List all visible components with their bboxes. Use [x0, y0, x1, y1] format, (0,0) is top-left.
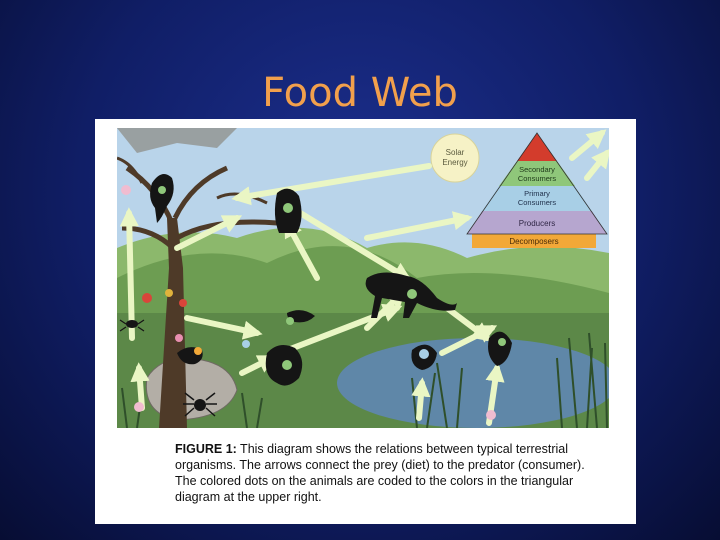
pyramid-level-secondary-line1: Secondary	[519, 165, 555, 174]
pyramid-level-decomposers: Decomposers	[509, 237, 558, 246]
sun-label-line2: Energy	[442, 158, 467, 167]
figure-caption: FIGURE 1: This diagram shows the relatio…	[175, 441, 585, 505]
arrow-spider-to-frog	[184, 315, 263, 340]
salamander	[287, 310, 315, 323]
trophic-dots	[121, 185, 506, 420]
pond	[337, 338, 609, 428]
food-web-arrows	[119, 129, 609, 426]
arrow-sun-to-tree	[231, 163, 432, 206]
figure-frame: Solar Energy Secondary Consumers Primary…	[95, 119, 636, 524]
slide-title: Food Web	[262, 70, 458, 116]
beetle	[119, 319, 145, 332]
arrow-energy-out-1	[569, 129, 607, 161]
arrow-rock-to-spider	[130, 362, 150, 411]
pyramid-level-primary-line1: Primary	[524, 189, 550, 198]
energy-pyramid: Secondary Consumers Primary Consumers Pr…	[466, 132, 608, 248]
pyramid-level-primary-line2: Consumers	[518, 198, 557, 207]
arrow-energy-out-2	[584, 148, 609, 181]
pyramid-level-producers: Producers	[519, 219, 555, 228]
arrow-flower-to-bird	[119, 207, 139, 341]
sun: Solar Energy	[430, 133, 480, 183]
arrow-hills-to-pyramid	[364, 211, 473, 241]
reeds	[121, 332, 608, 428]
pyramid-level-secondary-line2: Consumers	[518, 174, 557, 183]
arrow-owl-to-fox	[289, 205, 412, 281]
arrow-pond-to-fish	[411, 377, 431, 421]
caption-text: This diagram shows the relations between…	[175, 442, 585, 504]
arrow-bird-to-owl	[174, 215, 243, 251]
arrow-snake-to-fox	[444, 305, 492, 342]
food-web-illustration: Solar Energy Secondary Consumers Primary…	[117, 128, 609, 428]
bird-right	[488, 331, 512, 366]
caption-label: FIGURE 1:	[175, 442, 237, 456]
sun-label-line1: Solar	[446, 148, 465, 157]
crow	[150, 174, 174, 223]
spider	[183, 392, 217, 417]
